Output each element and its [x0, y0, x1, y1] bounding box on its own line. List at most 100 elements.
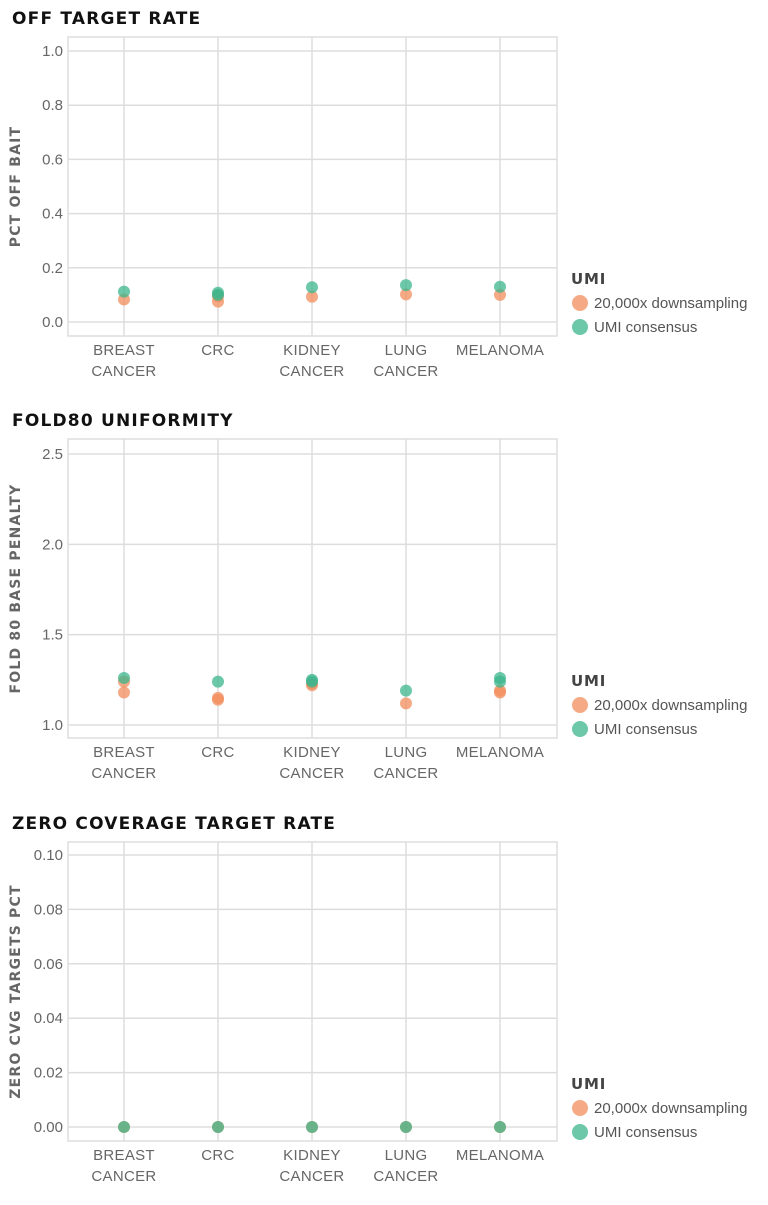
x-tick-label-line: LUNG	[385, 1147, 428, 1164]
data-point-umi-consensus	[118, 285, 130, 298]
x-tick-label-line: CANCER	[279, 1168, 344, 1185]
chart-title: FOLD80 UNIFORMITY	[12, 411, 234, 431]
data-point-umi-consensus	[118, 1121, 130, 1133]
x-tick-label-line: CANCER	[373, 765, 438, 782]
y-tick-label: 0.2	[42, 260, 63, 277]
y-axis-label: FOLD 80 BASE PENALTY	[8, 484, 24, 694]
legend-swatch	[572, 721, 588, 737]
legend-label: UMI consensus	[594, 1124, 697, 1141]
y-tick-label: 0.4	[42, 206, 63, 223]
data-point-downsampling	[400, 697, 412, 710]
x-tick-label-line: CRC	[201, 744, 234, 761]
y-tick-label: 1.0	[42, 43, 63, 60]
x-tick-label: CRC	[201, 342, 234, 359]
x-tick-label-line: CANCER	[373, 1168, 438, 1185]
data-point-umi-consensus	[400, 279, 412, 292]
data-point-umi-consensus	[494, 280, 506, 293]
data-point-umi-consensus	[212, 675, 224, 688]
x-tick-label: BREAST CANCER	[91, 744, 156, 782]
y-tick-label: 0.02	[34, 1065, 63, 1082]
data-point-umi-consensus	[400, 684, 412, 697]
legend-title: UMI	[571, 672, 606, 690]
legend-swatch	[572, 295, 588, 311]
y-tick-label: 1.5	[42, 627, 63, 644]
x-tick-label-line: MELANOMA	[456, 1147, 544, 1164]
x-tick-label: KIDNEY CANCER	[279, 744, 344, 782]
data-point-umi-consensus	[212, 288, 224, 301]
x-tick-label: MELANOMA	[456, 1147, 544, 1164]
data-point-umi-consensus	[306, 675, 318, 688]
chart-title: ZERO COVERAGE TARGET RATE	[12, 814, 336, 834]
x-tick-label: LUNG CANCER	[373, 744, 438, 782]
data-point-downsampling	[212, 693, 224, 706]
y-tick-label: 0.6	[42, 151, 63, 168]
x-tick-label-line: CANCER	[91, 1168, 156, 1185]
x-tick-label-line: BREAST	[93, 744, 155, 761]
data-point-umi-consensus	[494, 1121, 506, 1133]
legend-label: 20,000x downsampling	[594, 697, 747, 714]
y-tick-label: 0.10	[34, 847, 63, 864]
x-tick-label-line: CRC	[201, 342, 234, 359]
data-point-umi-consensus	[494, 675, 506, 688]
data-point-umi-consensus	[212, 1121, 224, 1133]
legend-label: UMI consensus	[594, 721, 697, 738]
legend-label: 20,000x downsampling	[594, 295, 747, 312]
x-tick-label-line: CANCER	[91, 363, 156, 380]
data-point-umi-consensus	[306, 281, 318, 294]
x-tick-label: LUNG CANCER	[373, 342, 438, 380]
y-tick-label: 0.06	[34, 956, 63, 973]
x-tick-label-line: LUNG	[385, 744, 428, 761]
x-tick-label-line: BREAST	[93, 342, 155, 359]
data-point-downsampling	[400, 288, 412, 301]
x-tick-label-line: MELANOMA	[456, 744, 544, 761]
data-point-umi-consensus	[306, 1121, 318, 1133]
chart-title: OFF TARGET RATE	[12, 9, 201, 29]
x-tick-label-line: CRC	[201, 1147, 234, 1164]
y-tick-label: 0.0	[42, 314, 63, 331]
x-tick-label: KIDNEY CANCER	[279, 342, 344, 380]
data-point-umi-consensus	[400, 1121, 412, 1133]
legend-swatch	[572, 1124, 588, 1140]
legend-swatch	[572, 697, 588, 713]
y-axis-label: ZERO CVG TARGETS PCT	[8, 884, 24, 1098]
y-tick-label: 2.0	[42, 536, 63, 553]
x-tick-label-line: KIDNEY	[283, 1147, 341, 1164]
y-tick-label: 0.04	[34, 1010, 63, 1027]
legend-title: UMI	[571, 1075, 606, 1093]
x-tick-label: MELANOMA	[456, 744, 544, 761]
x-tick-label-line: CANCER	[373, 363, 438, 380]
data-point-downsampling	[118, 686, 130, 699]
x-tick-label-line: LUNG	[385, 342, 428, 359]
x-tick-label: CRC	[201, 1147, 234, 1164]
data-point-downsampling	[494, 686, 506, 699]
y-tick-label: 2.5	[42, 446, 63, 463]
x-tick-label-line: CANCER	[279, 363, 344, 380]
legend-label: UMI consensus	[594, 319, 697, 336]
x-tick-label: BREAST CANCER	[91, 1147, 156, 1185]
x-tick-label-line: CANCER	[91, 765, 156, 782]
x-tick-label: BREAST CANCER	[91, 342, 156, 380]
x-tick-label: CRC	[201, 744, 234, 761]
y-tick-label: 0.00	[34, 1119, 63, 1136]
x-tick-label-line: MELANOMA	[456, 342, 544, 359]
x-tick-label: LUNG CANCER	[373, 1147, 438, 1185]
legend-swatch	[572, 1100, 588, 1116]
legend-swatch	[572, 319, 588, 335]
y-axis-label: PCT OFF BAIT	[8, 126, 24, 248]
y-tick-label: 0.08	[34, 901, 63, 918]
legend-title: UMI	[571, 270, 606, 288]
data-point-downsampling	[306, 290, 318, 303]
legend-label: 20,000x downsampling	[594, 1100, 747, 1117]
x-tick-label-line: BREAST	[93, 1147, 155, 1164]
x-tick-label-line: CANCER	[279, 765, 344, 782]
x-tick-label-line: KIDNEY	[283, 744, 341, 761]
x-tick-label: KIDNEY CANCER	[279, 1147, 344, 1185]
x-tick-label-line: KIDNEY	[283, 342, 341, 359]
x-tick-label: MELANOMA	[456, 342, 544, 359]
data-point-umi-consensus	[118, 672, 130, 685]
y-tick-label: 1.0	[42, 717, 63, 734]
